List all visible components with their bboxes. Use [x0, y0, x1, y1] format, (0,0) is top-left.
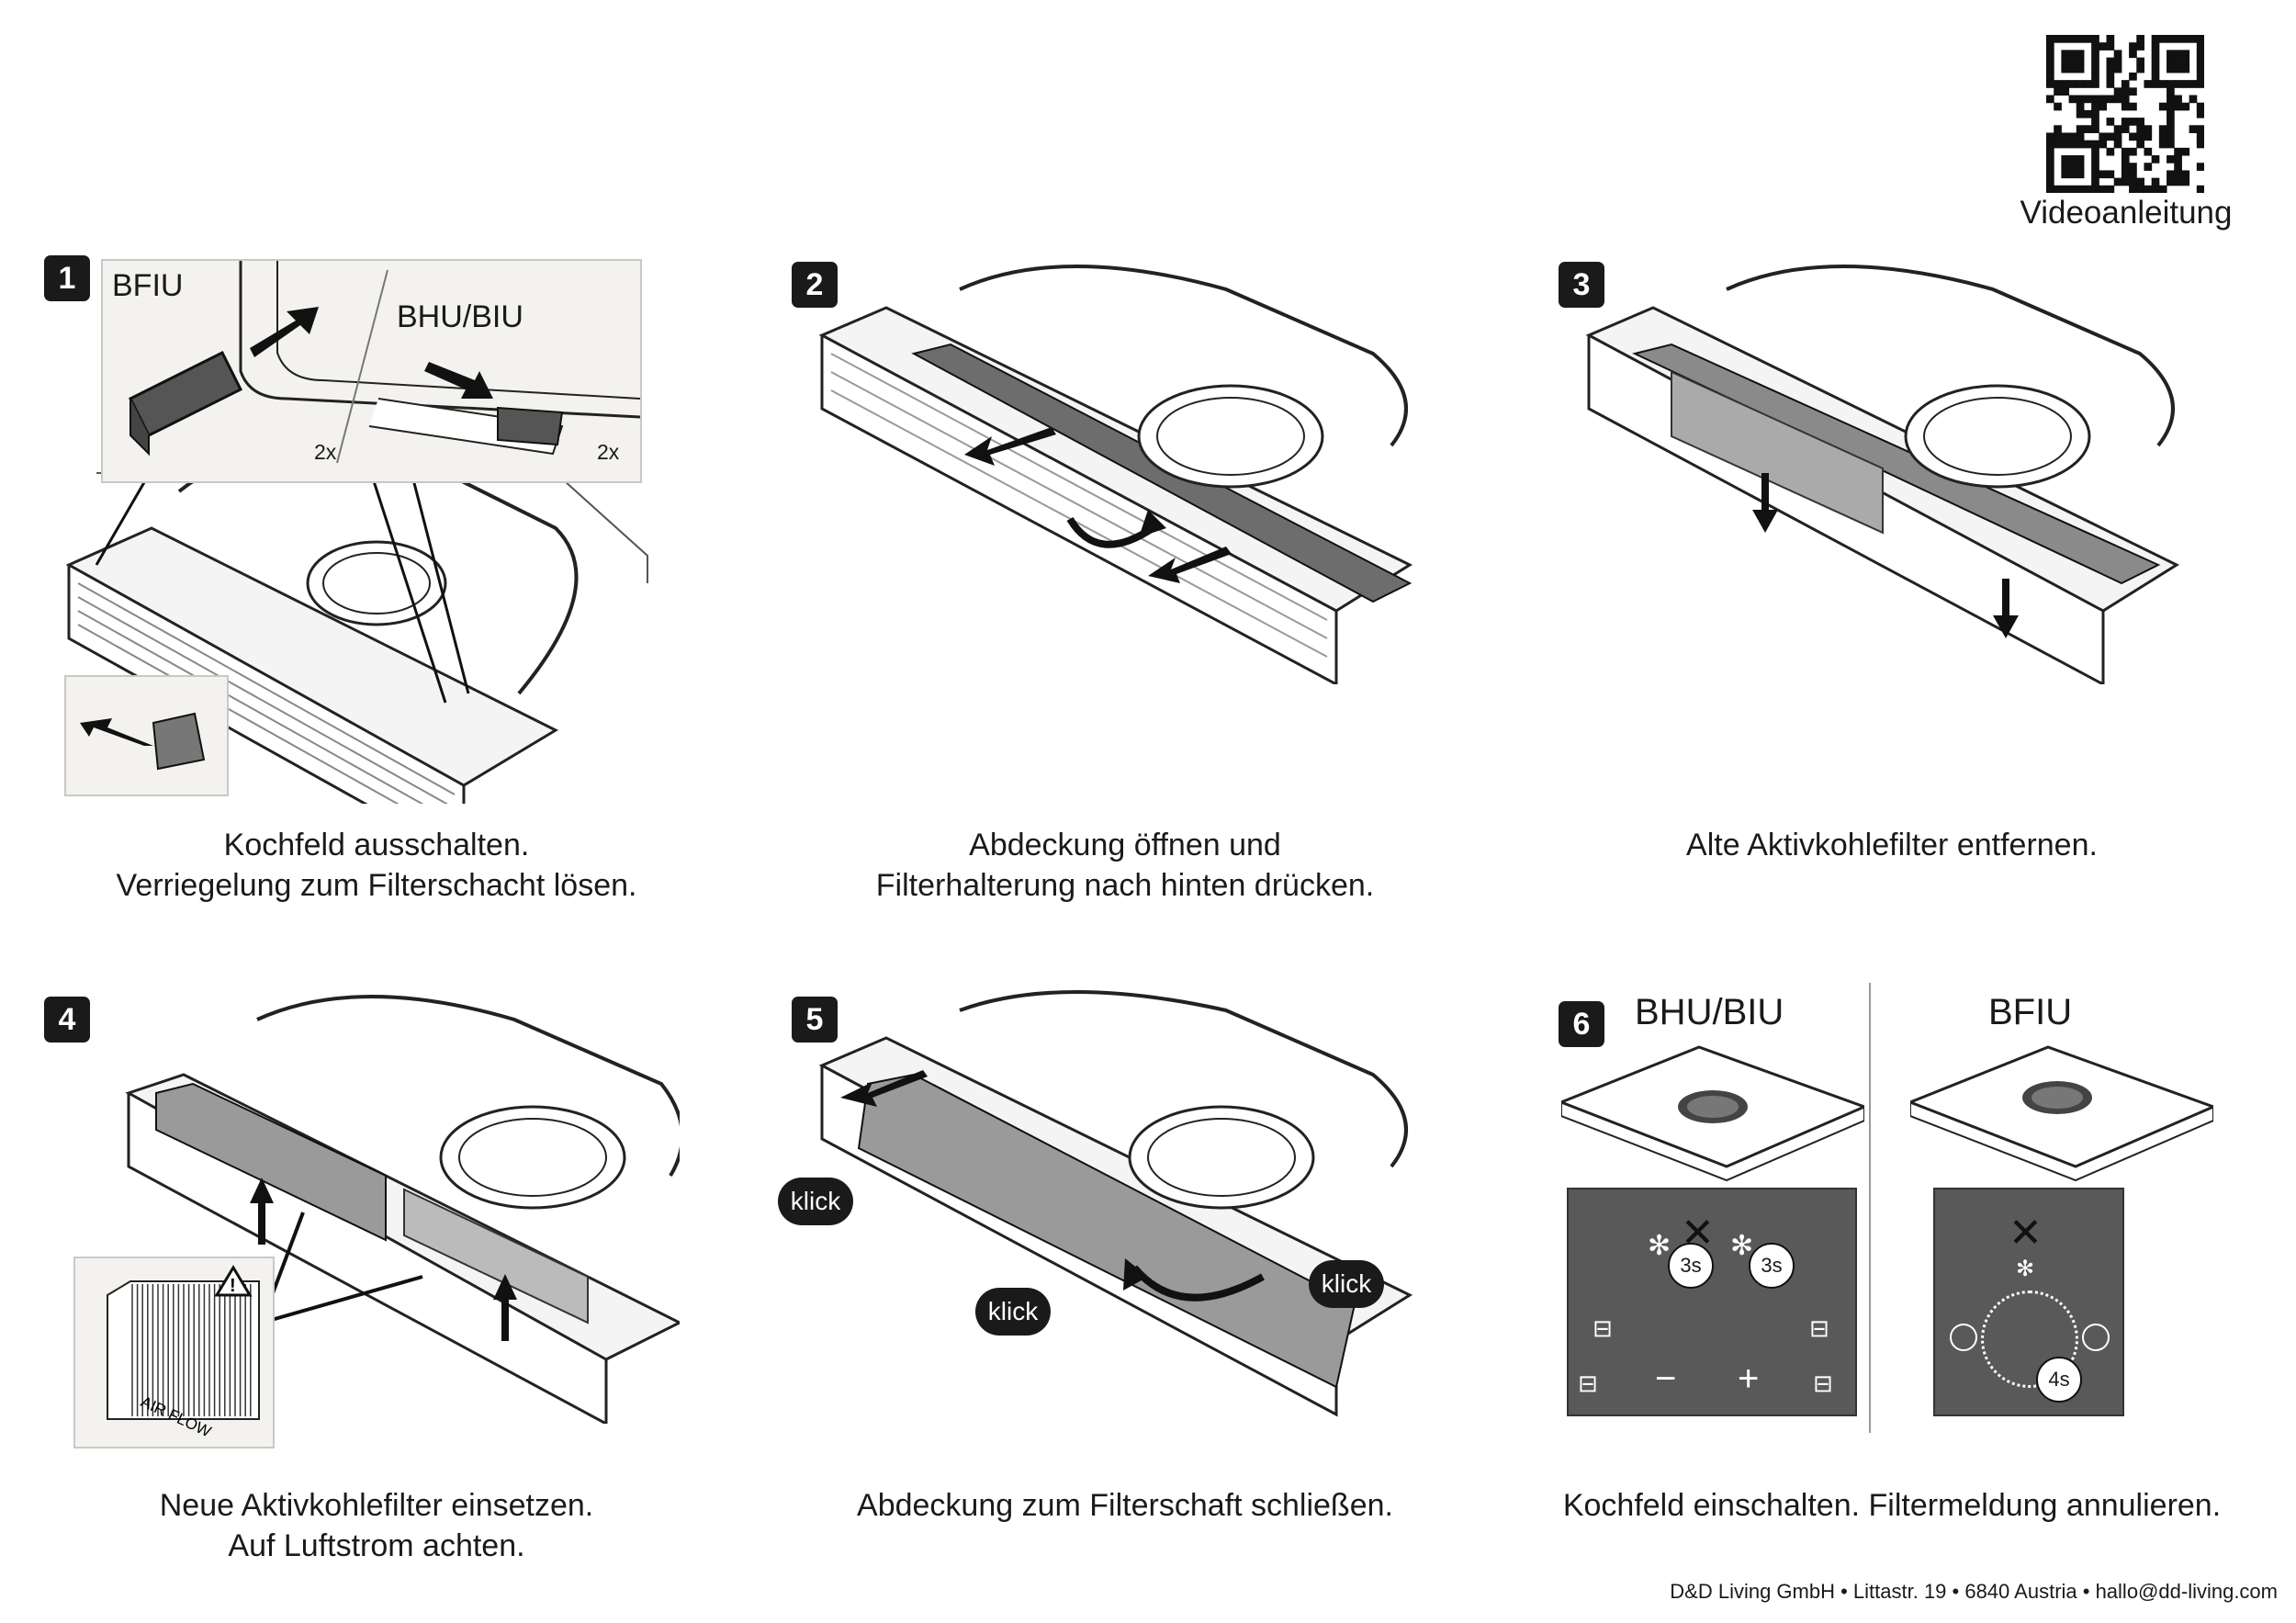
- filter-reset-icon-bfiu[interactable]: ✕: [2009, 1211, 2043, 1256]
- step-6-right-title: BFIU: [1988, 992, 2073, 1032]
- step-1-inset: BFIU BHU/BIU 2x 2x: [101, 259, 642, 483]
- step-6-caption: Kochfeld einschalten. Filtermeldung annu…: [1506, 1485, 2278, 1526]
- warning-icon: [214, 1265, 253, 1297]
- inset-right-label: BHU/BIU: [397, 299, 523, 334]
- click-label-1: klick: [778, 1178, 853, 1225]
- step-4-panel: [37, 983, 680, 1424]
- step-1-caption-line-2: Verriegelung zum Filterschacht lösen.: [116, 868, 637, 903]
- step-2-caption-line-2: Filterhalterung nach hinten drücken.: [875, 868, 1375, 903]
- count-left: 2x: [314, 440, 337, 464]
- qr-code[interactable]: [2046, 35, 2205, 194]
- step-5-caption-line-1: Abdeckung zum Filterschaft schließen.: [857, 1488, 1393, 1523]
- latch-illustration: [128, 261, 640, 464]
- svg-text:!: !: [230, 1276, 236, 1296]
- step-2-caption: Abdeckung öffnen und Filterhalterung nac…: [785, 825, 1465, 906]
- dial-left-button[interactable]: [1950, 1324, 1977, 1351]
- step-4-caption: Neue Aktivkohlefilter einsetzen. Auf Luf…: [37, 1485, 716, 1566]
- fan-icon-bfiu[interactable]: ✻: [2016, 1257, 2035, 1281]
- step-3-panel: [1552, 253, 2195, 684]
- zone-left-icon[interactable]: ⊟: [1593, 1314, 1613, 1342]
- click-label-2: klick: [975, 1288, 1051, 1336]
- step-1-caption: Kochfeld ausschalten. Verriegelung zum F…: [37, 825, 716, 906]
- fan-icon[interactable]: ✻: [1648, 1231, 1671, 1261]
- power-slider-dial[interactable]: [1981, 1291, 2078, 1388]
- bfiu-cooktop: [1910, 1045, 2213, 1182]
- step-6-left-title: BHU/BIU: [1635, 992, 1784, 1032]
- step-6-number: 6: [1559, 1001, 1604, 1047]
- step-2-caption-line-1: Abdeckung öffnen und: [969, 828, 1281, 862]
- step-3-illustration: [1585, 265, 2180, 684]
- step-2-number: 2: [792, 262, 838, 308]
- step-4-caption-line-2: Auf Luftstrom achten.: [228, 1528, 525, 1563]
- step-4-caption-line-1: Neue Aktivkohlefilter einsetzen.: [159, 1488, 594, 1523]
- step-2-illustration: [818, 265, 1413, 684]
- bhu-cooktop: [1561, 1045, 1864, 1182]
- hand-3s-left-icon: 3s: [1668, 1243, 1714, 1289]
- step-5-number: 5: [792, 997, 838, 1043]
- plus-button[interactable]: +: [1738, 1358, 1760, 1399]
- step-5-panel: [785, 983, 1428, 1424]
- release-detail: [80, 712, 206, 771]
- step-1-detail-inset: [64, 675, 229, 796]
- filter-detail: ! AIR FLOW: [107, 1265, 260, 1440]
- minus-button[interactable]: −: [1655, 1358, 1677, 1399]
- count-right: 2x: [597, 440, 620, 464]
- step-3-number: 3: [1559, 262, 1604, 308]
- step-1-number: 1: [44, 255, 90, 301]
- step-3-caption-line-1: Alte Aktivkohlefilter entfernen.: [1686, 828, 2098, 862]
- step-4-illustration: [125, 995, 680, 1424]
- hand-3s-right-icon: 3s: [1749, 1243, 1795, 1289]
- zone-bottom-right-icon[interactable]: ⊟: [1813, 1369, 1833, 1397]
- dial-right-button[interactable]: [2082, 1324, 2110, 1351]
- zone-bottom-left-icon[interactable]: ⊟: [1578, 1369, 1598, 1397]
- step-3-caption: Alte Aktivkohlefilter entfernen.: [1552, 825, 2232, 865]
- step-5-illustration: [818, 990, 1413, 1417]
- step-2-panel: [785, 253, 1428, 684]
- step-5-caption: Abdeckung zum Filterschaft schließen.: [785, 1485, 1465, 1526]
- step-1-caption-line-1: Kochfeld ausschalten.: [223, 828, 530, 862]
- qr-label: Videoanleitung: [2020, 195, 2233, 231]
- step-4-filter-inset: ! AIR FLOW: [73, 1257, 275, 1448]
- bfiu-control-panel: ✕ ✻ 4s: [1933, 1188, 2124, 1416]
- footer-address: D&D Living GmbH • Littastr. 19 • 6840 Au…: [1670, 1580, 2278, 1603]
- hand-4s-icon: 4s: [2036, 1357, 2082, 1403]
- inset-left-label: BFIU: [112, 268, 184, 303]
- step-6-caption-line-1: Kochfeld einschalten. Filtermeldung annu…: [1562, 1488, 2222, 1523]
- bhu-control-panel: ✕ ✻ ✻ 3s 3s ⊟ ⊟ ⊟ − + ⊟: [1567, 1188, 1857, 1416]
- zone-right-icon[interactable]: ⊟: [1809, 1314, 1829, 1342]
- click-label-3: klick: [1309, 1260, 1384, 1308]
- step-6-divider: [1869, 983, 1871, 1433]
- step-4-number: 4: [44, 997, 90, 1043]
